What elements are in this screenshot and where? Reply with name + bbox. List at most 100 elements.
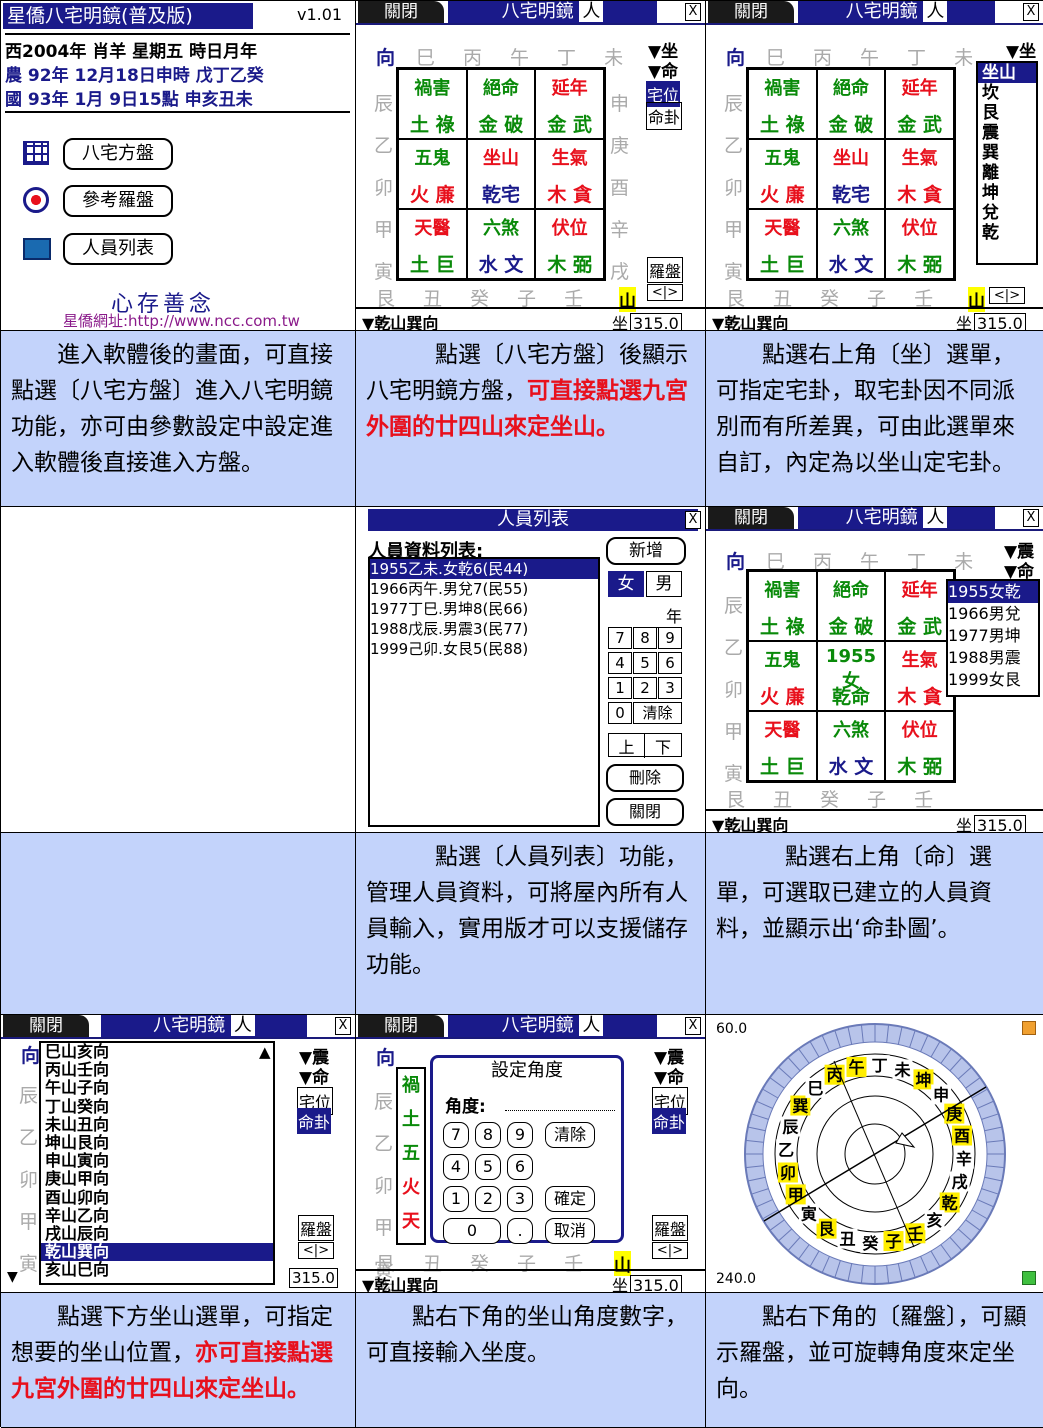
gua-option[interactable]: 艮 bbox=[982, 103, 999, 123]
nine-palace-grid[interactable]: 禍害土 祿絕命金 破延年金 武五鬼火 廉坐山乾宅生氣木 貪天醫土 巨六煞水 文伏… bbox=[746, 67, 956, 281]
person-option[interactable]: 1988男震 bbox=[948, 648, 1021, 667]
shan-selector[interactable]: ▼乾山巽向 bbox=[362, 314, 439, 331]
shan-option[interactable]: 乾山巽向 bbox=[41, 1243, 273, 1262]
keypad-key[interactable]: 3 bbox=[658, 677, 682, 699]
male-toggle[interactable]: 男 bbox=[646, 571, 682, 597]
shan-selector[interactable]: ▼乾山巽向 bbox=[712, 314, 789, 331]
gua-option[interactable]: 坤 bbox=[982, 183, 999, 203]
keypad-key[interactable]: 6 bbox=[658, 652, 682, 674]
shan-option[interactable]: 酉山卯向 bbox=[45, 1187, 110, 1207]
people-list-button[interactable]: 人員列表 bbox=[63, 233, 173, 265]
person-option[interactable]: 1966男兌 bbox=[948, 604, 1021, 623]
shan-option[interactable]: 辛山乙向 bbox=[45, 1205, 110, 1225]
up-button[interactable]: 上 bbox=[609, 734, 645, 758]
bazhai-board-button[interactable]: 八宅方盤 bbox=[63, 138, 173, 170]
shan-option[interactable]: 庚山甲向 bbox=[45, 1169, 110, 1189]
close-x-icon[interactable]: X bbox=[1023, 509, 1039, 527]
cancel-button[interactable]: 取消 bbox=[545, 1218, 595, 1244]
close-button[interactable]: 關閉 bbox=[708, 1, 794, 23]
close-button[interactable]: 關閉 bbox=[358, 1015, 444, 1037]
gua-option[interactable]: 乾 bbox=[982, 223, 999, 243]
ming-menu[interactable]: ▼命 bbox=[648, 62, 679, 82]
close-x-icon[interactable]: X bbox=[1023, 3, 1039, 21]
clear-button[interactable]: 清除 bbox=[633, 702, 682, 724]
rotate-icon[interactable] bbox=[1022, 1271, 1036, 1285]
close-x-icon[interactable]: X bbox=[685, 3, 701, 21]
close-x-icon[interactable]: X bbox=[685, 1017, 701, 1035]
shan-selector[interactable]: ▼乾山巽向 bbox=[712, 816, 789, 833]
close-x-icon[interactable]: X bbox=[335, 1017, 351, 1035]
ming-gua-toggle[interactable]: 命卦 bbox=[646, 102, 683, 130]
year-field[interactable]: 年 bbox=[608, 603, 682, 628]
keypad-key[interactable]: 7 bbox=[443, 1122, 469, 1148]
close-button[interactable]: 關閉 bbox=[358, 1, 444, 23]
shan-option[interactable]: 亥山巳向 bbox=[45, 1260, 110, 1280]
keypad-key[interactable]: 7 bbox=[608, 627, 632, 649]
keypad-key[interactable]: 0 bbox=[608, 702, 632, 724]
list-item[interactable]: 1999己卯.女艮5(民88) bbox=[370, 640, 529, 658]
keypad-key[interactable]: 5 bbox=[475, 1154, 501, 1180]
zero-key[interactable]: 0 bbox=[443, 1218, 501, 1244]
keypad-key[interactable]: 3 bbox=[507, 1186, 533, 1212]
ming-menu[interactable]: ▼命 bbox=[299, 1068, 330, 1088]
luopan-button[interactable]: 羅盤 bbox=[647, 257, 684, 283]
shan-option[interactable]: 未山丑向 bbox=[45, 1114, 110, 1134]
close-button[interactable]: 關閉 bbox=[708, 507, 794, 529]
keypad-key[interactable]: 9 bbox=[658, 627, 682, 649]
keypad-key[interactable]: 2 bbox=[475, 1186, 501, 1212]
keypad-key[interactable]: 4 bbox=[443, 1154, 469, 1180]
luopan-button[interactable]: 羅盤 bbox=[298, 1215, 335, 1241]
angle-input[interactable] bbox=[505, 1110, 615, 1111]
shan-option[interactable]: 午山子向 bbox=[45, 1078, 110, 1098]
keypad-key[interactable]: 1 bbox=[608, 677, 632, 699]
ming-menu[interactable]: ▼命 bbox=[654, 1068, 685, 1088]
close-button[interactable]: 關閉 bbox=[606, 798, 684, 826]
person-dropdown[interactable]: 1955女乾 1966男兌 1977男坤 1988男震 1999女艮 bbox=[946, 579, 1040, 697]
nav-buttons[interactable]: 上下 bbox=[608, 733, 682, 758]
ming-gua-toggle[interactable]: 命卦 bbox=[297, 1108, 332, 1134]
clear-button[interactable]: 清除 bbox=[545, 1122, 595, 1148]
dot-key[interactable]: . bbox=[507, 1218, 533, 1244]
list-item[interactable]: 1988戊辰.男震3(民77) bbox=[370, 620, 529, 638]
shan-option[interactable]: 丁山癸向 bbox=[45, 1096, 110, 1116]
female-toggle[interactable]: 女 bbox=[608, 571, 644, 597]
list-item[interactable]: 1966丙午.男兌7(民55) bbox=[370, 580, 529, 598]
degree-field[interactable]: 315.0 bbox=[289, 1268, 338, 1288]
nav-arrows[interactable]: <|> bbox=[647, 284, 683, 301]
down-button[interactable]: 下 bbox=[654, 738, 671, 757]
zuo-menu[interactable]: ▼坐 bbox=[1006, 42, 1037, 62]
keypad-key[interactable]: 8 bbox=[475, 1122, 501, 1148]
keypad-key[interactable]: 5 bbox=[633, 652, 657, 674]
keypad-key[interactable]: 9 bbox=[507, 1122, 533, 1148]
gua-option[interactable]: 坎 bbox=[982, 83, 999, 103]
keypad-key[interactable]: 2 bbox=[633, 677, 657, 699]
shan-option[interactable]: 坤山艮向 bbox=[45, 1133, 110, 1153]
website-link[interactable]: 星僑網址:http://www.ncc.com.tw bbox=[63, 312, 300, 330]
luopan-compass[interactable]: 壬子癸丑艮寅甲卯乙辰巽巳丙午丁未坤申庚酉辛戌乾亥 bbox=[734, 1021, 1016, 1287]
person-option[interactable]: 1955女乾 bbox=[948, 581, 1038, 603]
keypad-key[interactable]: 1 bbox=[443, 1186, 469, 1212]
delete-button[interactable]: 刪除 bbox=[606, 764, 684, 792]
shan-option[interactable]: 戌山辰向 bbox=[45, 1224, 110, 1244]
zuo-menu[interactable]: ▼震 bbox=[654, 1048, 685, 1068]
close-button[interactable]: 關閉 bbox=[3, 1015, 89, 1037]
zuo-menu[interactable]: ▼震 bbox=[299, 1048, 330, 1068]
reference-compass-button[interactable]: 參考羅盤 bbox=[63, 185, 173, 217]
list-item[interactable]: 1955乙未.女乾6(民44) bbox=[370, 559, 598, 579]
gua-option[interactable]: 兌 bbox=[982, 203, 999, 223]
keypad-key[interactable]: 8 bbox=[633, 627, 657, 649]
keypad-key[interactable]: 4 bbox=[608, 652, 632, 674]
gua-option[interactable]: 坐山 bbox=[978, 63, 1036, 83]
list-item[interactable]: 1977丁巳.男坤8(民66) bbox=[370, 600, 529, 618]
person-option[interactable]: 1977男坤 bbox=[948, 626, 1021, 645]
scroll-up-icon[interactable]: ▲ bbox=[259, 1043, 271, 1061]
person-option[interactable]: 1999女艮 bbox=[948, 670, 1021, 689]
keypad-key[interactable]: 6 bbox=[507, 1154, 533, 1180]
shan-option[interactable]: 申山寅向 bbox=[45, 1151, 110, 1171]
shan-dropdown[interactable]: 巳山亥向丙山壬向午山子向丁山癸向未山丑向坤山艮向申山寅向庚山甲向酉山卯向辛山乙向… bbox=[39, 1041, 275, 1285]
